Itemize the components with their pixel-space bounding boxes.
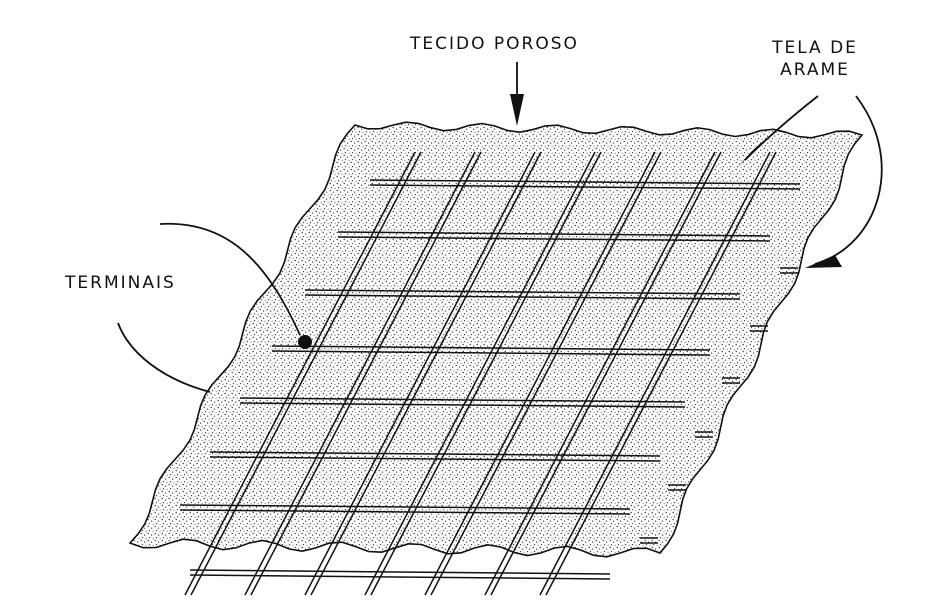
fabric-leader	[117, 322, 211, 393]
terminal-stubs	[640, 267, 798, 544]
horizontal-wire	[179, 509, 631, 515]
label-tecido-poroso: TECIDO POROSO	[410, 34, 579, 54]
diagonal-wire	[484, 151, 716, 596]
wire-mesh	[179, 151, 801, 596]
label-terminais: TERMINAIS	[65, 273, 176, 293]
horizontal-wire	[239, 397, 686, 403]
horizontal-wire	[189, 574, 611, 580]
horizontal-wire	[189, 569, 611, 575]
horizontal-wire	[337, 231, 771, 237]
diagonal-wire	[310, 151, 542, 596]
diagonal-wire	[184, 151, 416, 596]
horizontal-wire	[239, 402, 686, 408]
diagonal-wire	[490, 151, 722, 596]
diagonal-wire	[304, 151, 536, 596]
tela-arrow-shaft-2	[814, 95, 883, 265]
diagonal-wire	[545, 151, 777, 596]
terminal-dot	[298, 335, 312, 349]
tecido-arrowhead	[510, 94, 524, 126]
horizontal-wire	[271, 345, 711, 351]
diagonal-wire	[190, 151, 422, 596]
horizontal-wire	[337, 236, 771, 242]
label-tela-de-arame: TELA DE ARAME	[772, 38, 858, 80]
diagonal-wire	[370, 151, 602, 596]
tela-arrowhead-1	[737, 138, 766, 168]
horizontal-wire	[369, 184, 801, 190]
horizontal-wire	[179, 504, 631, 510]
arrow-heads	[510, 94, 842, 268]
horizontal-wire	[209, 451, 661, 457]
diagonal-wire	[250, 151, 482, 596]
tela-arrowhead-2	[805, 255, 842, 268]
diagonal-wire	[539, 151, 771, 596]
horizontal-wire	[304, 294, 741, 300]
terminais-leader	[159, 222, 301, 336]
diagonal-wire	[430, 151, 662, 596]
diagonal-wire	[364, 151, 596, 596]
leader-lines	[117, 62, 883, 393]
diagonal-wire	[424, 151, 656, 596]
diagonal-wire	[244, 151, 476, 596]
porous-fabric-sheet	[128, 121, 864, 558]
tela-arrow-shaft-1	[744, 95, 819, 161]
